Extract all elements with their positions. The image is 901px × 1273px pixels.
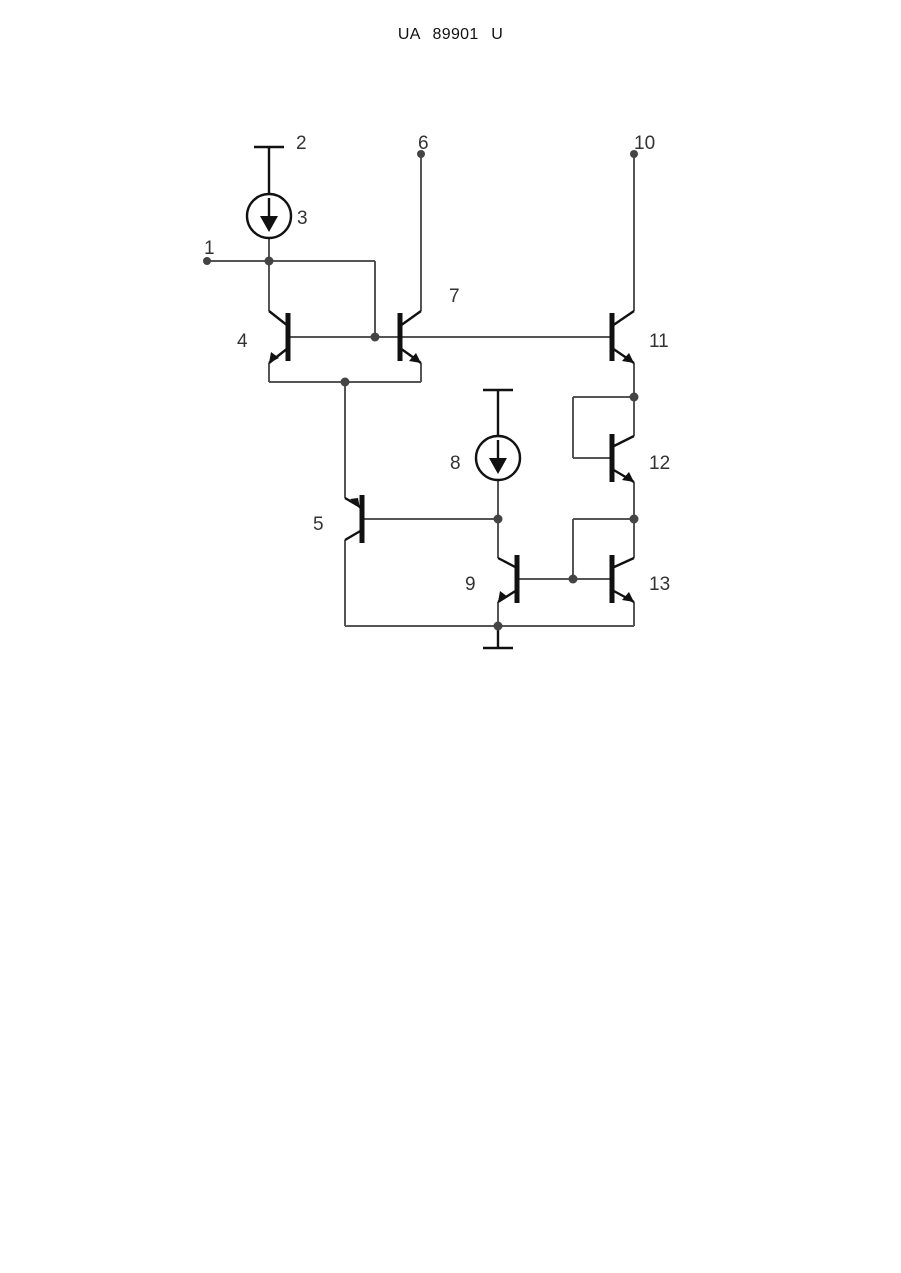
current-source-8 — [476, 436, 520, 480]
transistor-12 — [612, 434, 634, 482]
label-1: 1 — [204, 238, 215, 259]
transistor-11 — [612, 311, 634, 363]
label-4: 4 — [237, 331, 248, 352]
label-3: 3 — [297, 208, 308, 229]
transistor-4 — [269, 311, 288, 363]
transistor-9 — [498, 555, 517, 603]
current-source-3 — [247, 194, 291, 238]
label-5: 5 — [313, 514, 324, 535]
label-7: 7 — [449, 286, 460, 307]
label-9: 9 — [465, 574, 476, 595]
transistor-13 — [612, 555, 634, 603]
label-11: 11 — [649, 331, 669, 352]
label-12: 12 — [649, 453, 670, 474]
transistor-5 — [345, 495, 362, 543]
label-10: 10 — [634, 133, 655, 154]
label-2: 2 — [296, 133, 307, 154]
label-6: 6 — [418, 133, 429, 154]
label-13: 13 — [649, 574, 670, 595]
label-8: 8 — [450, 453, 461, 474]
